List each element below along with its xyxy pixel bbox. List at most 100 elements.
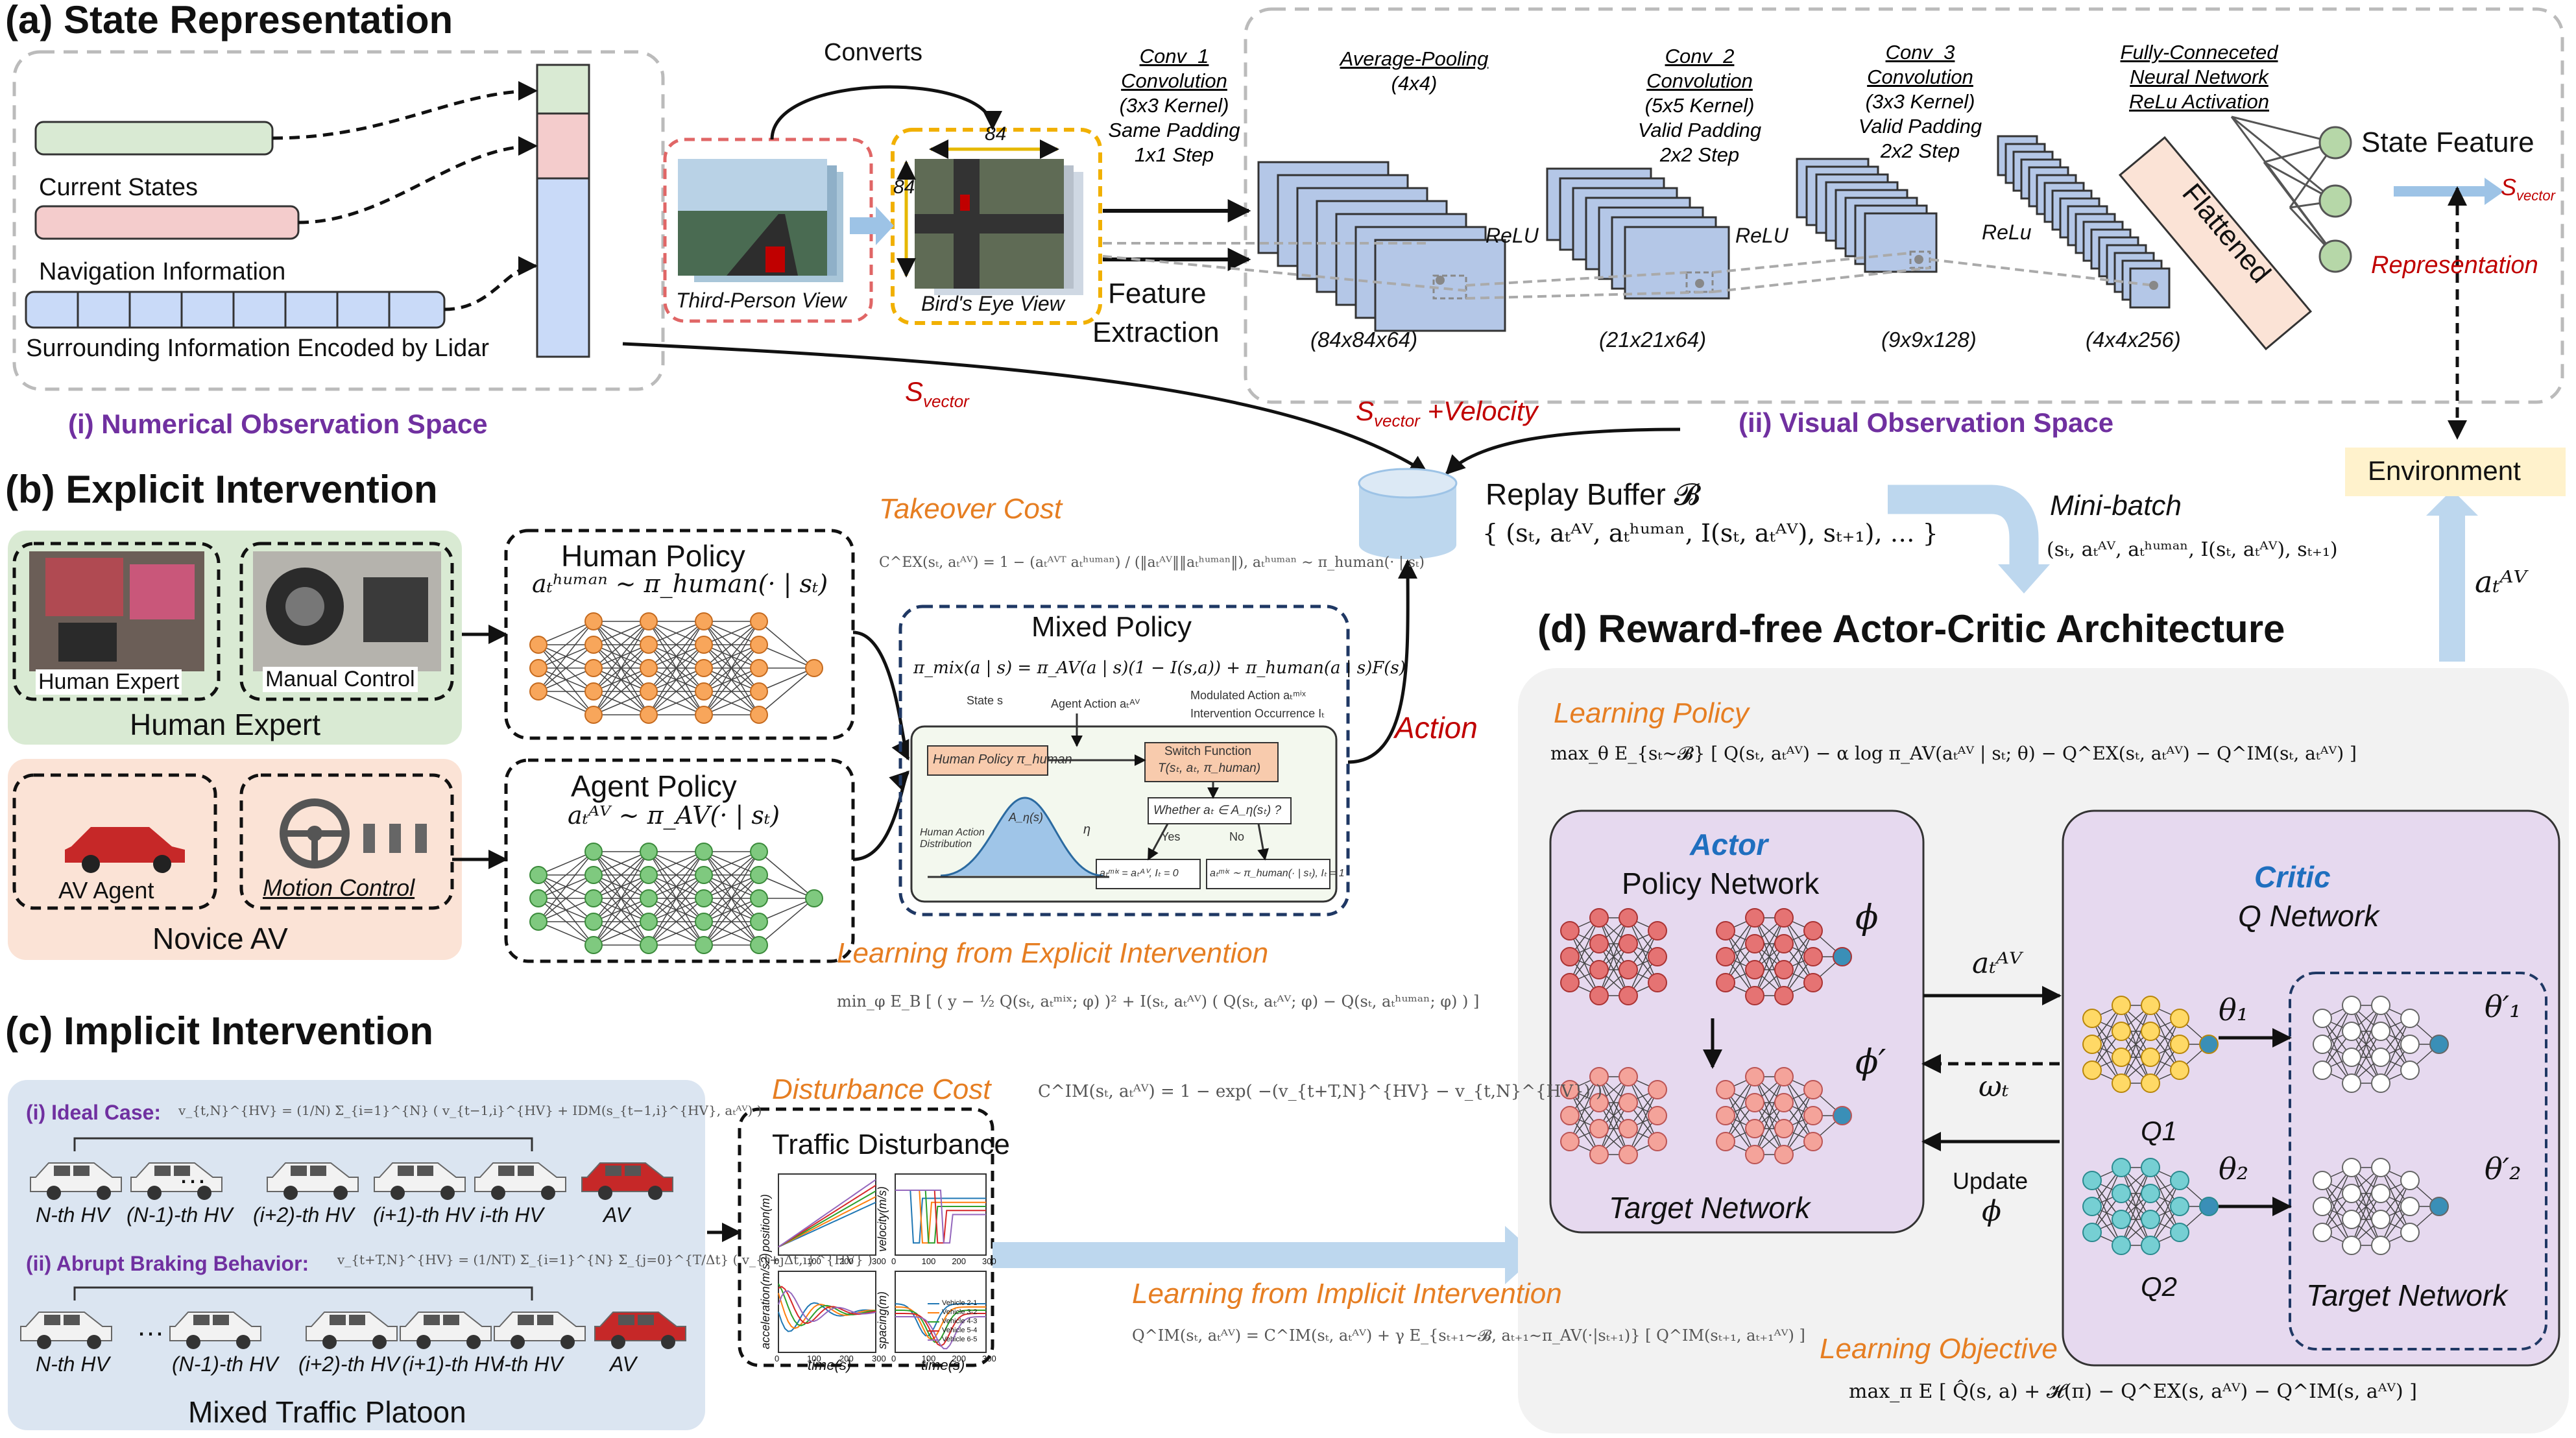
q1-label: Q1 — [2141, 1116, 2178, 1146]
dim-84-horizontal: 84 — [985, 123, 1007, 145]
mix-state-label: State s — [967, 694, 1004, 707]
agent-policy-box — [504, 758, 855, 963]
human-expert-group-label: Human Expert — [130, 708, 321, 741]
row2-vehicle-4 — [400, 1312, 492, 1349]
actor-policy-net-1 — [1560, 908, 1667, 1005]
row1-vehicle-label-2: (N-1)-th HV — [126, 1203, 233, 1227]
plot-1-series-3 — [778, 1190, 876, 1248]
legend-entry-3: Vehicle 4-3 — [942, 1317, 978, 1325]
row2-vehicle-6 — [594, 1312, 686, 1349]
theta2-prime-label: θ′₂ — [2485, 1151, 2522, 1186]
phi-prime-label: ϕ′ — [1855, 1043, 1886, 1082]
mix-occurrence-label: Intervention Occurrence Iₜ — [1190, 707, 1325, 720]
update-phi-label: ϕ — [1982, 1195, 2001, 1228]
numerical-space-box — [12, 50, 665, 391]
plot-1-xtick-1: 100 — [807, 1256, 821, 1266]
plot-ylabel-4: spacing(m) — [876, 1291, 889, 1349]
mix-whether-label: Whether aₜ ∈ A_η(sₜ) ? — [1153, 804, 1282, 817]
theta1-label: θ₁ — [2219, 992, 2249, 1027]
conv3-feature-maps — [1796, 158, 1938, 273]
plot-ylabel-1: position(m) — [759, 1193, 772, 1252]
mixed-policy-eq: π_mix(a | s) = π_AV(a | s)(1 − I(s,a)) +… — [913, 658, 1406, 678]
avgpool-caption: Average-Pooling (4x4) — [1340, 47, 1489, 95]
row1-brace — [73, 1137, 533, 1151]
navigation-bar — [34, 205, 300, 240]
row1-vehicle-6 — [581, 1162, 673, 1200]
row2-vehicle-2 — [169, 1312, 261, 1349]
row2-vehicle-1 — [20, 1312, 112, 1349]
row1-vehicle-label-5: i-th HV — [480, 1203, 544, 1227]
stacked-state-vector — [536, 64, 590, 358]
critic-q1-net — [2082, 996, 2219, 1093]
environment-label: Environment — [2368, 455, 2521, 486]
row1-vehicle-label-4: (i+1)-th HV — [373, 1203, 474, 1227]
converts-label: Converts — [824, 39, 923, 66]
critic-q2-net — [2082, 1158, 2219, 1255]
phi-label: ϕ — [1855, 898, 1879, 937]
section-b-title: (b) Explicit Intervention — [5, 468, 438, 511]
learning-explicit-eq: min_φ E_B [ ( y − ½ Q(sₜ, aₜᵐⁱˣ; φ) )² +… — [837, 992, 1480, 1011]
legend-entry-1: Vehicle 2-1 — [942, 1299, 978, 1307]
legend-entry-2: Vehicle 3-2 — [942, 1308, 978, 1316]
update-label: Update — [1953, 1168, 2028, 1194]
abrupt-braking-label: (ii) Abrupt Braking Behavior: — [26, 1252, 309, 1275]
theta1-prime-label: θ′₁ — [2485, 989, 2522, 1024]
conv1-caption: Conv_1 Convolution (3x3 Kernel) Same Pad… — [1108, 45, 1240, 166]
mix-switch-label: Switch Function — [1164, 745, 1252, 758]
row1-vehicle-5 — [474, 1162, 566, 1200]
learning-policy-eq: max_θ E_{sₜ∼𝓑} [ Q(sₜ, aₜᴬⱽ) − α log π_A… — [1550, 743, 2357, 764]
third-person-stack — [678, 159, 843, 282]
section-c-title: (c) Implicit Intervention — [5, 1009, 434, 1053]
environment-box — [2345, 448, 2566, 496]
disturbance-plot-4 — [895, 1271, 987, 1353]
manual-control-photo — [253, 551, 441, 671]
critic-target-q1-net — [2313, 996, 2449, 1093]
mix-distribution-label: Human Action Distribution — [920, 827, 985, 850]
row2-vehicle-label-1: N-th HV — [36, 1352, 110, 1376]
plot-3-xtick-1: 100 — [807, 1354, 821, 1363]
mini-batch-label: Mini-batch — [2050, 490, 2182, 521]
numerical-space-label: (i) Numerical Observation Space — [68, 409, 488, 439]
plot-1-xtick-2: 200 — [839, 1256, 854, 1266]
fc-caption: Fully-Conneceted Neural Network ReLu Act… — [2120, 41, 2278, 113]
plot-1-series-2 — [778, 1196, 876, 1248]
manual-control-label: Manual Control — [263, 667, 418, 692]
row1-vehicle-1 — [30, 1162, 122, 1200]
plot-4-xtick-2: 200 — [952, 1354, 967, 1363]
state-feature-label: State Feature — [2361, 126, 2534, 158]
actor-policy-net-2 — [1716, 908, 1852, 1005]
mix-agent-action-label: Agent Action aₜᴬⱽ — [1051, 697, 1140, 710]
dim-84-vertical: 84 — [893, 176, 915, 198]
human-expert-photo — [29, 551, 204, 671]
lidar-bar — [25, 291, 446, 329]
third-person-label: Third-Person View — [676, 289, 847, 312]
abrupt-braking-eq: v_{t+T,N}^{HV} = (1/NT) Σ_{i=1}^{N} Σ_{j… — [337, 1252, 873, 1267]
plot-4-series-3 — [895, 1310, 986, 1343]
plot-1-series-4 — [778, 1184, 876, 1248]
plot-xlabel-1: time(s) — [808, 1357, 852, 1373]
human-policy-box — [504, 529, 855, 740]
critic-target-q2-net — [2313, 1158, 2449, 1255]
disturbance-plot-1 — [778, 1173, 876, 1256]
learning-objective-label: Learning Objective — [1820, 1333, 2058, 1365]
ideal-case-label: (i) Ideal Case: — [26, 1101, 162, 1124]
current-states-bar — [34, 121, 274, 156]
conv2-caption: Conv_2 Convolution (5x5 Kernel) Valid Pa… — [1637, 45, 1762, 166]
learning-explicit-label: Learning from Explicit Intervention — [837, 937, 1269, 969]
row1-vehicle-3 — [267, 1162, 359, 1200]
feature-extraction-line1: Feature — [1108, 278, 1207, 309]
row1-vehicle-4 — [374, 1162, 466, 1200]
replay-buffer-title: Replay Buffer 𝓑 — [1486, 477, 1701, 511]
replay-buffer-cylinder — [1358, 468, 1458, 559]
section-a-title: (a) State Representation — [5, 0, 453, 42]
row2-brace — [73, 1286, 533, 1300]
conv1-feature-maps — [1257, 161, 1506, 332]
critic-target-box — [2289, 972, 2547, 1350]
mix-switch-eq: T(sₜ, aₜ, π_human) — [1158, 761, 1261, 775]
q2-label: Q2 — [2141, 1271, 2178, 1302]
agent-policy-network — [529, 843, 823, 954]
novice-av-label: Novice AV — [152, 922, 288, 955]
plot-2-series-5 — [895, 1190, 986, 1244]
relu-label-1: ReLU — [1486, 224, 1539, 247]
